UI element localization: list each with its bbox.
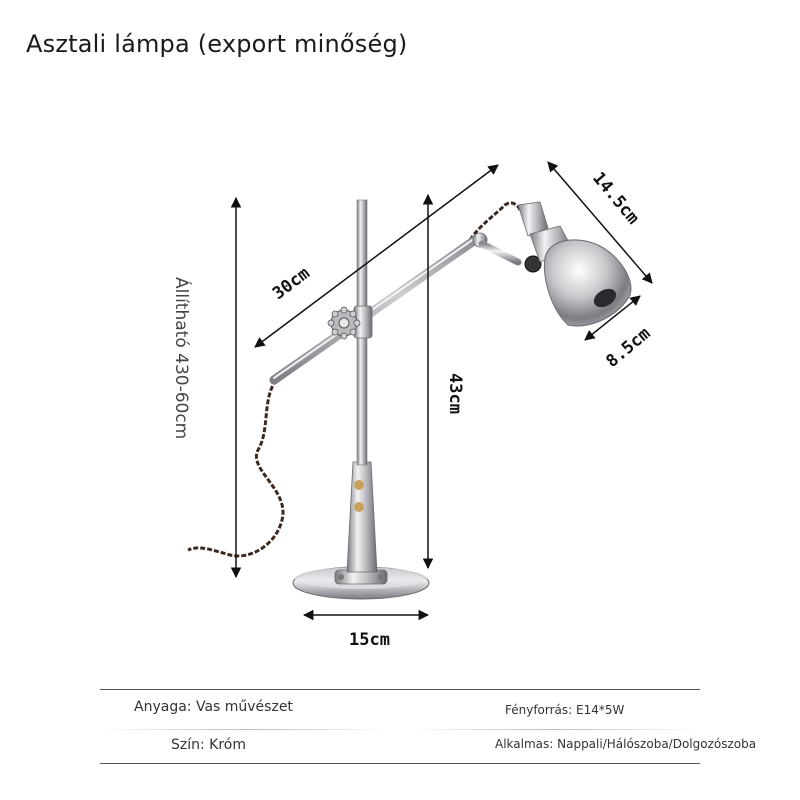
page-title: Asztali lámpa (export minőség) — [26, 30, 408, 58]
power-cord — [187, 379, 285, 558]
dim-arm-line — [254, 164, 499, 348]
brass-knob-upper — [354, 480, 364, 490]
dim-shade-diameter-label: 8.5cm — [602, 324, 654, 372]
brass-knob-lower — [354, 502, 364, 512]
dim-adjustable-label: Állítható 430-60cm — [171, 277, 193, 439]
dim-arm-label: 30cm — [269, 263, 314, 304]
adjustment-knob — [327, 306, 361, 340]
table-mid-divider-left — [100, 729, 390, 730]
lamp-column — [346, 461, 378, 573]
spec-light-source: Fényforrás: E14*5W — [505, 703, 625, 717]
spec-material: Anyaga: Vas művészet — [134, 699, 293, 715]
dim-height-label: 43cm — [445, 373, 465, 414]
dim-shade-diameter-line — [584, 295, 641, 341]
table-mid-divider-right — [410, 729, 700, 730]
shade-link — [478, 240, 522, 266]
table-bottom-divider — [100, 763, 700, 764]
spec-usage: Alkalmas: Nappali/Hálószoba/Dolgozószoba — [495, 737, 757, 751]
table-top-divider — [100, 689, 700, 690]
spec-color: Szín: Króm — [171, 737, 246, 753]
dim-shade-length-line — [547, 161, 653, 284]
dim-base-width-label: 15cm — [349, 630, 390, 650]
shade-knob — [524, 255, 542, 273]
